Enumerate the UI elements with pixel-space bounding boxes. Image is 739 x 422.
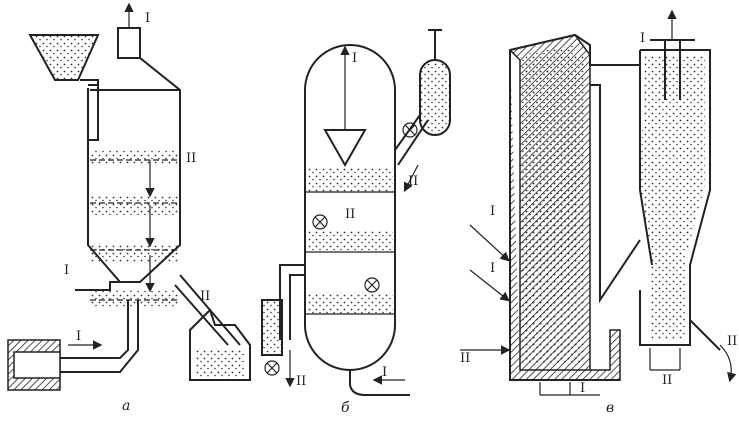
label-solids-transfer: II [345,207,355,222]
caption-c: в [606,400,614,416]
feed-downcomer [80,79,99,141]
riser-outline [509,33,641,381]
label-solids-out: II [296,374,306,389]
label-solids: II [186,151,196,166]
bed-1 [90,150,178,164]
gas-inlet-pipe [349,370,410,396]
bed-4 [90,290,178,308]
caption-b: б [341,400,350,416]
label-air-in: I [76,329,81,344]
caption-a: а [122,398,130,414]
label-product: II [200,289,210,304]
feed-hopper-solids [30,35,98,80]
label-gas: I [64,263,69,278]
label-aeration: II [662,373,672,388]
discharge-chute [174,274,241,346]
label-solids-out: II [727,334,737,349]
discharge-pipe [689,319,721,351]
bed-3 [90,245,178,263]
label-secondary-air-2: I [490,261,495,276]
cyclone [639,49,711,346]
panel-c-circulating-reactor: I I I II I II II в [460,9,737,416]
gas-outlet-pipe [117,27,141,59]
panel-a-multistage-reactor: I II I I II а [7,2,251,414]
label-gas-in: I [382,365,387,380]
product-bin [189,308,251,381]
label-solids-in: II [408,174,418,189]
cyclone-cone [323,129,367,168]
overflow-pipe [279,264,305,340]
label-solids-in: II [460,351,470,366]
vessel-shell [304,44,396,371]
bed-2 [90,195,178,215]
feed-hopper [28,34,100,81]
label-primary-air: I [580,381,585,396]
label-gas-out: I [352,51,357,66]
air-supply-pipe [60,300,139,373]
label-gas-out: I [145,11,150,26]
label-gas-out: I [640,31,645,46]
feed-bunker [419,29,451,136]
label-secondary-air-1: I [490,204,495,219]
panel-b-vessel-reactor: I II II II I б [261,29,451,416]
